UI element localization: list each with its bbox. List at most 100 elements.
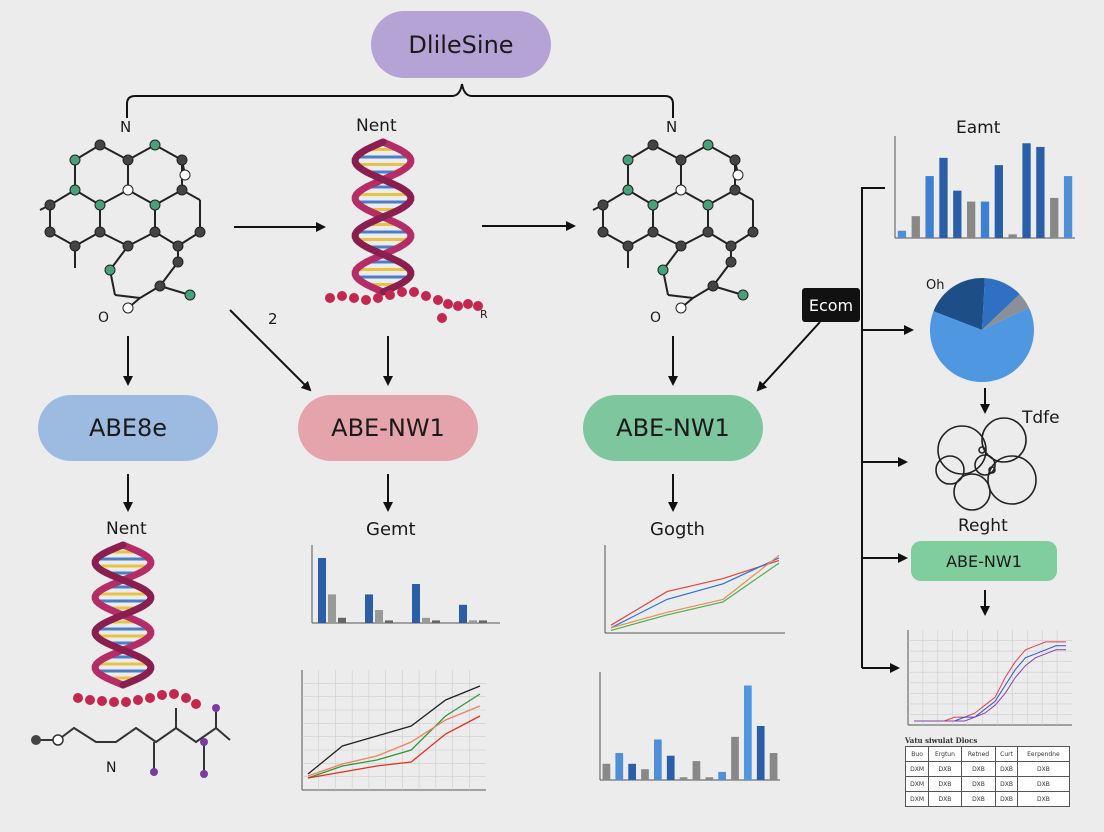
abe-nw1-side-pill[interactable]: ABE-NW1 <box>911 541 1057 581</box>
dna-helix-top <box>325 138 483 323</box>
strand <box>351 138 415 296</box>
atom <box>657 264 669 276</box>
bead <box>473 301 483 311</box>
bar <box>432 620 440 623</box>
bead <box>373 293 383 303</box>
table-cell: DXB <box>995 791 1018 807</box>
abe-nw1-right-pill[interactable]: ABE-NW1 <box>583 395 763 461</box>
bar <box>1022 143 1031 238</box>
top-node-label: DlileSine <box>408 30 514 59</box>
table-cell: Buo <box>904 746 930 762</box>
atom <box>647 199 659 211</box>
atom <box>172 240 184 252</box>
bar <box>1008 234 1017 238</box>
abe-nw1-mid-pill[interactable]: ABE-NW1 <box>298 395 478 461</box>
table-cell: DXB <box>928 776 962 792</box>
atom <box>732 169 744 181</box>
bead <box>349 293 359 303</box>
abe8e-pill[interactable]: ABE8e <box>38 395 218 461</box>
series-line <box>307 715 481 779</box>
r-label: R <box>480 308 488 321</box>
bar <box>705 777 714 780</box>
abe-nw1-mid-label: ABE-NW1 <box>331 414 445 442</box>
bar <box>769 753 778 780</box>
bar <box>615 753 624 780</box>
bead <box>121 697 131 707</box>
ecom-box[interactable]: Ecom <box>802 288 860 322</box>
atom <box>176 154 188 166</box>
o-right-label: O <box>650 310 662 326</box>
table-cell: DXB <box>960 776 997 792</box>
atom <box>122 154 134 166</box>
bar <box>731 736 739 780</box>
ecom-label: Ecom <box>808 295 854 315</box>
table-cell: DXM <box>904 791 930 807</box>
bar <box>967 201 976 238</box>
atom <box>707 280 719 292</box>
bar <box>756 726 765 780</box>
top-node-pill[interactable]: DlileSine <box>371 11 551 78</box>
chart-pie <box>929 278 1034 383</box>
series-line <box>914 649 1066 722</box>
n-left-label: N <box>120 118 132 136</box>
arrows <box>123 187 990 673</box>
bar <box>897 230 907 238</box>
bar <box>641 769 649 780</box>
bead <box>421 291 431 301</box>
bead <box>145 693 155 703</box>
bead <box>157 690 167 700</box>
gemt-label: Gemt <box>366 519 416 540</box>
atom <box>179 169 191 181</box>
atom <box>154 280 166 292</box>
top-brace <box>126 83 674 118</box>
table-title: Vatu siwulat Dlocs <box>905 736 978 745</box>
table-cell: DXB <box>960 791 997 807</box>
table-cell: DXB <box>995 761 1018 777</box>
bead <box>337 291 347 301</box>
bar <box>744 685 752 780</box>
table-cell: Eerpendne <box>1016 746 1071 762</box>
reght-label: Reght <box>958 516 1008 536</box>
chart-bottom-bars <box>599 672 780 781</box>
nent-bottom-label: Nent <box>106 519 147 539</box>
table-cell: DXB <box>928 761 962 777</box>
chain-atoms <box>31 704 220 778</box>
bead <box>385 290 395 300</box>
bead <box>453 301 463 311</box>
bar <box>925 176 934 238</box>
bar <box>459 604 467 623</box>
bead <box>133 695 143 705</box>
atom <box>597 226 609 238</box>
tdfe-structure <box>935 417 1037 511</box>
atom <box>184 289 196 301</box>
bead <box>85 695 95 705</box>
atom <box>702 226 714 238</box>
atom <box>176 184 188 196</box>
atom <box>729 154 741 166</box>
atom <box>122 184 134 196</box>
bead <box>397 287 407 297</box>
pie-slice <box>929 307 1034 383</box>
table-cell: DXB <box>1016 761 1071 777</box>
bar <box>1036 146 1045 238</box>
nent-top-label: Nent <box>356 116 397 136</box>
pie-slice <box>982 278 1020 330</box>
atom <box>172 256 184 268</box>
atom <box>122 302 134 314</box>
atom <box>149 139 161 151</box>
bar <box>328 594 336 623</box>
bead <box>109 697 119 707</box>
atom <box>597 199 609 211</box>
bar <box>1063 176 1073 238</box>
bead <box>97 696 107 706</box>
atom <box>94 139 106 151</box>
series-line <box>610 559 780 626</box>
bar <box>980 201 990 238</box>
series-line <box>610 557 780 629</box>
bar <box>654 739 662 780</box>
bead <box>463 299 473 309</box>
bar <box>994 165 1003 238</box>
